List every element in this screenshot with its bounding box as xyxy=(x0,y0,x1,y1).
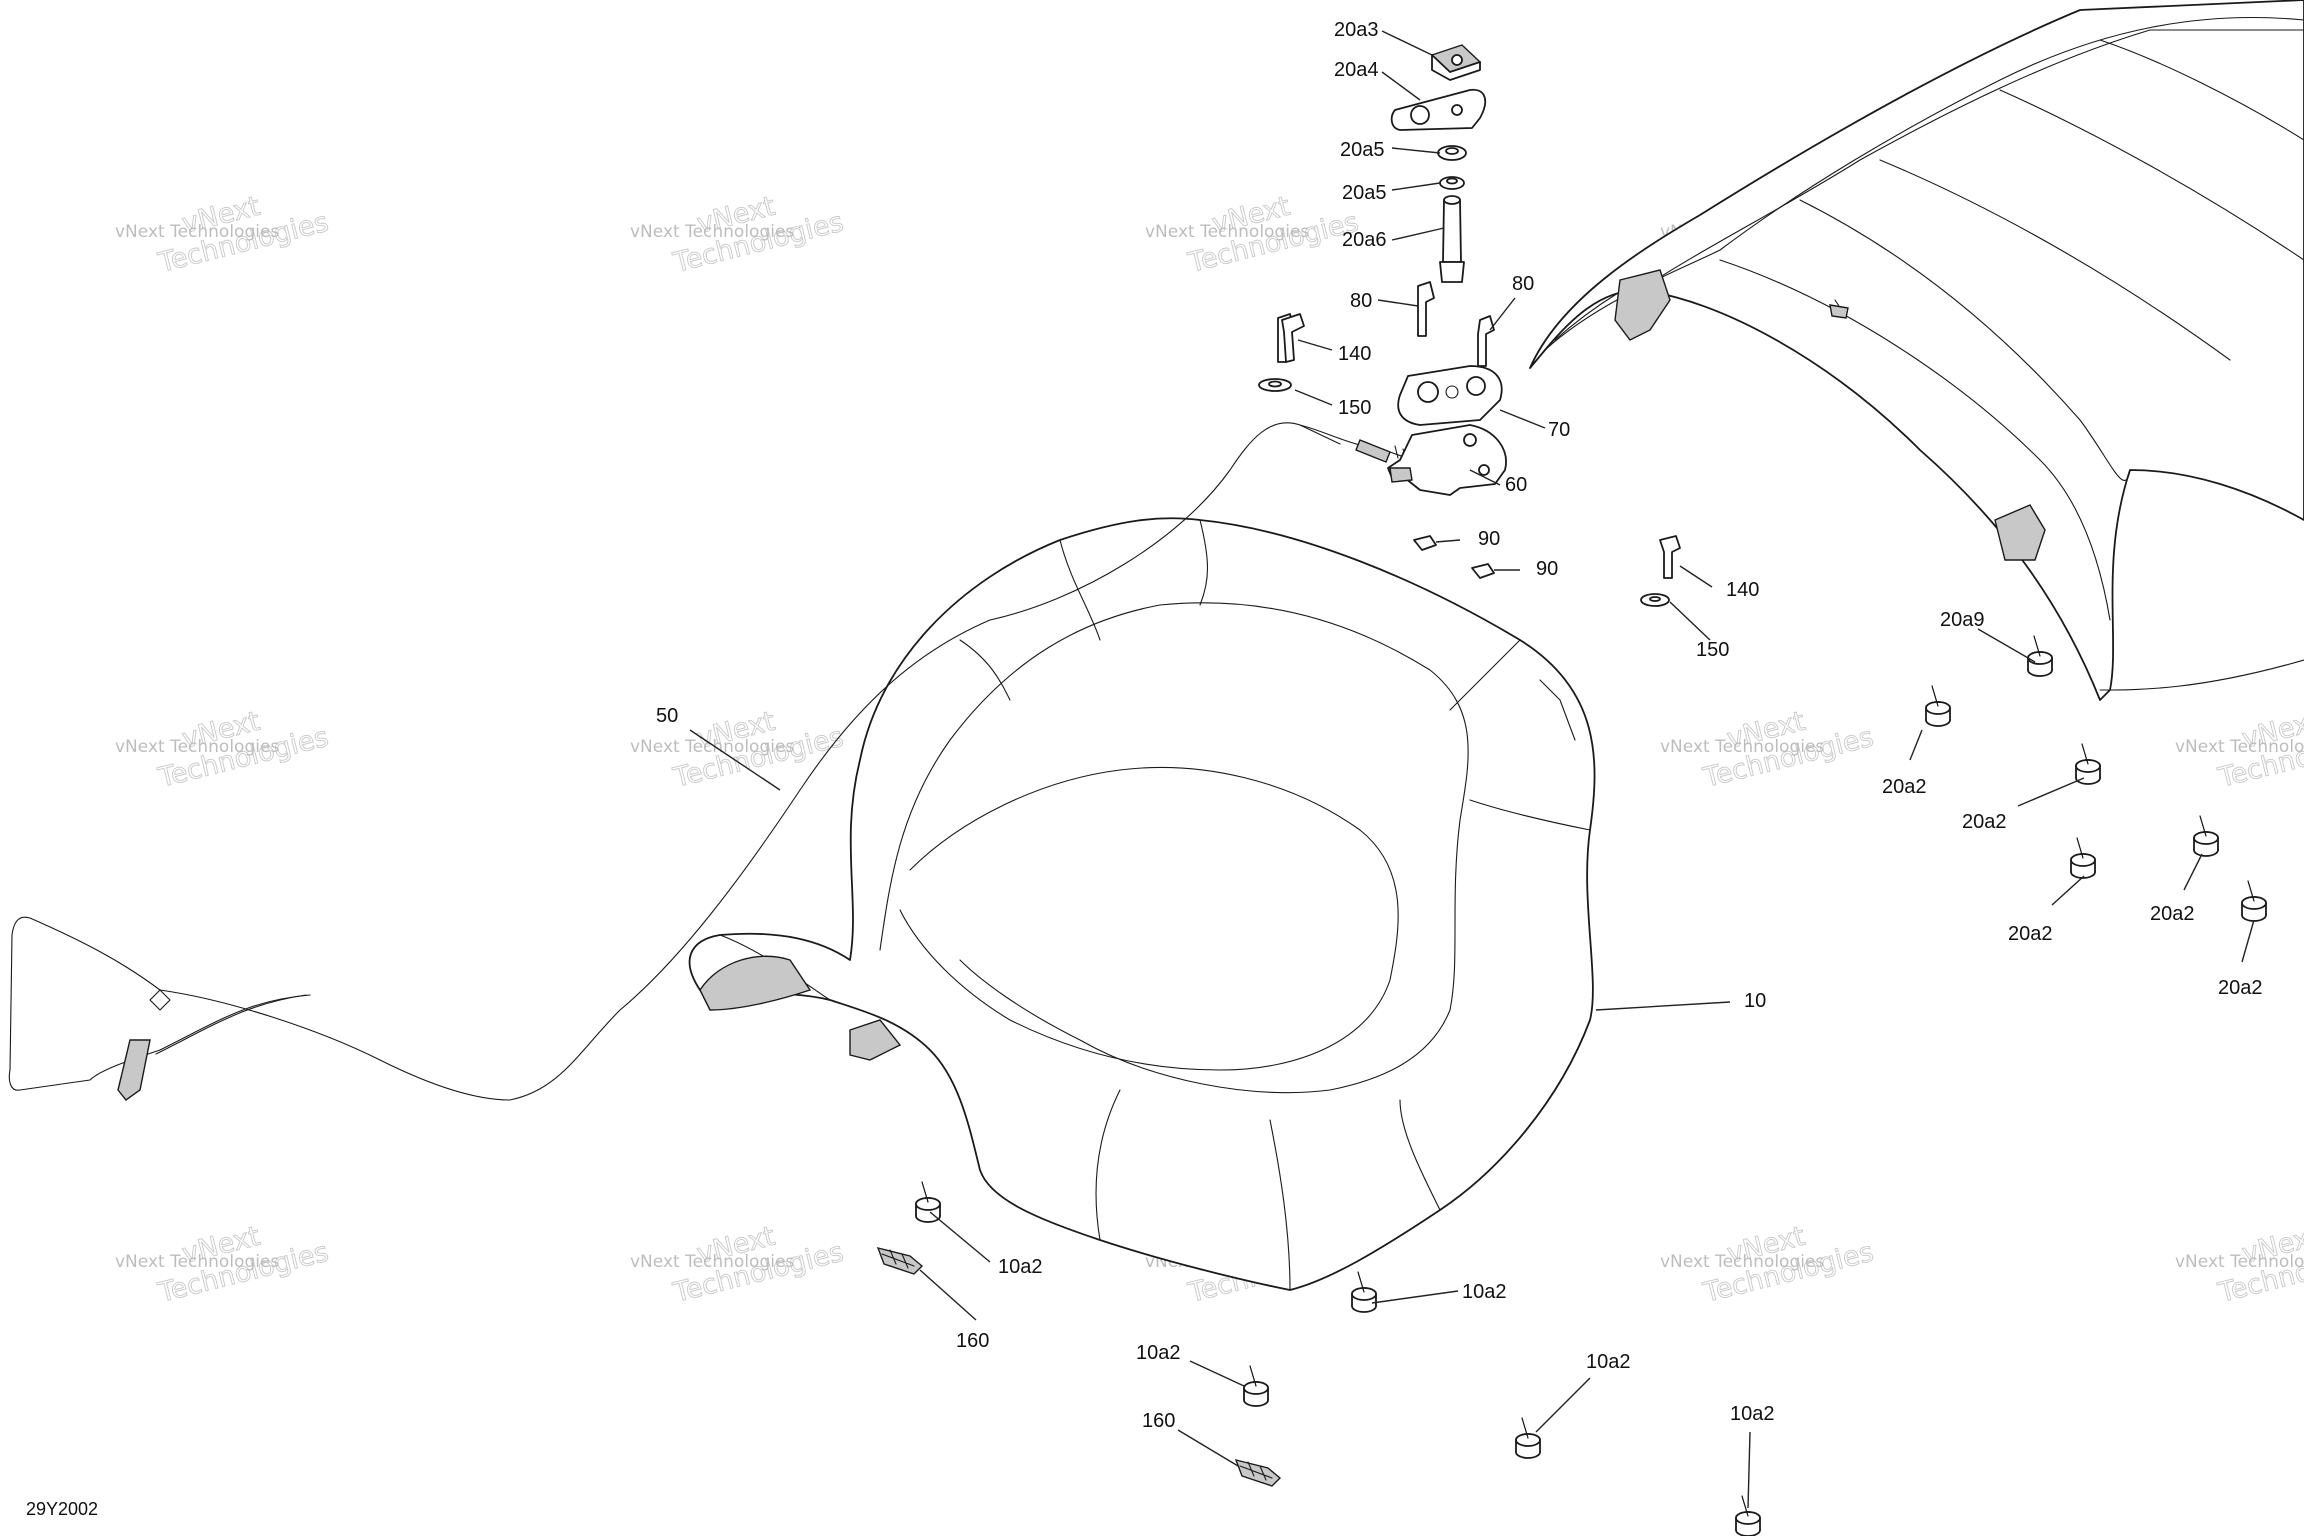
callout-20a2-2: 20a2 xyxy=(1962,811,2007,833)
bumper-10a2 xyxy=(1351,1271,1377,1313)
watermark-small: vNext Technologies xyxy=(630,222,794,242)
rear-seat xyxy=(1529,0,2304,701)
bumper-20a2 xyxy=(2070,837,2096,879)
callout-10: 10 xyxy=(1744,990,1766,1012)
callout-150-left: 150 xyxy=(1338,397,1371,419)
bumper-20a2 xyxy=(2075,743,2101,785)
callout-20a2-3: 20a2 xyxy=(2008,923,2053,945)
watermark-small: vNext Technologies xyxy=(1660,737,1824,757)
callout-80-right: 80 xyxy=(1512,273,1534,295)
pin-20a9 xyxy=(2027,635,2053,677)
callout-140-right: 140 xyxy=(1726,579,1759,601)
callout-10a2-1: 10a2 xyxy=(998,1256,1043,1278)
watermark-small: vNext Technologies xyxy=(1145,222,1309,242)
callout-20a5-upper: 20a5 xyxy=(1340,139,1385,161)
clip-160 xyxy=(876,1246,924,1275)
callout-20a3: 20a3 xyxy=(1334,19,1379,41)
callout-50: 50 xyxy=(656,705,678,727)
callout-60: 60 xyxy=(1505,474,1527,496)
callout-160-right: 160 xyxy=(1142,1410,1175,1432)
callout-10a2-4: 10a2 xyxy=(1586,1351,1631,1373)
callout-20a5-lower: 20a5 xyxy=(1342,182,1387,204)
callout-90-left: 90 xyxy=(1478,528,1500,550)
watermark-small: vNext Technologies xyxy=(1660,1252,1824,1272)
watermark-small: vNext Technologies xyxy=(115,737,279,757)
callout-10a2-5: 10a2 xyxy=(1730,1403,1775,1425)
fasteners xyxy=(876,635,2267,1536)
bumper-20a2 xyxy=(2241,880,2267,922)
bumper-10a2 xyxy=(1515,1417,1541,1459)
bumper-10a2 xyxy=(1735,1495,1761,1536)
drawing-id: 29Y2002 xyxy=(26,1499,98,1519)
latch-hardware xyxy=(1258,44,1507,579)
callout-20a2-4: 20a2 xyxy=(2150,903,2195,925)
bumper-10a2 xyxy=(1243,1365,1269,1407)
callout-140-left: 140 xyxy=(1338,343,1371,365)
bumper-20a2 xyxy=(1925,685,1951,727)
callout-80-left: 80 xyxy=(1350,290,1372,312)
watermark-small: vNext Technologies xyxy=(115,1252,279,1272)
callout-70: 70 xyxy=(1548,419,1570,441)
watermark-small: vNext Technologies xyxy=(115,222,279,242)
watermark-small: vNext Technologies xyxy=(630,737,794,757)
callout-20a2-1: 20a2 xyxy=(1882,776,1927,798)
callout-10a2-2: 10a2 xyxy=(1462,1281,1507,1303)
front-seat xyxy=(688,517,1596,1291)
callout-10a2-3: 10a2 xyxy=(1136,1342,1181,1364)
watermark-small: vNext Technologies xyxy=(630,1252,794,1272)
callout-150-right: 150 xyxy=(1696,639,1729,661)
bumper-10a2 xyxy=(915,1181,941,1223)
callout-20a4: 20a4 xyxy=(1334,59,1379,81)
watermark-small: vNext Technologies xyxy=(2175,737,2304,757)
callout-20a2-5: 20a2 xyxy=(2218,977,2263,999)
watermark-small: vNext Technologies xyxy=(2175,1252,2304,1272)
callout-20a6: 20a6 xyxy=(1342,229,1387,251)
callout-90-right: 90 xyxy=(1536,558,1558,580)
bumper-20a2 xyxy=(2193,815,2219,857)
callout-160-left: 160 xyxy=(956,1330,989,1352)
clip-160 xyxy=(1234,1458,1282,1487)
screws-and-washers xyxy=(1281,313,1681,607)
callout-20a9: 20a9 xyxy=(1940,609,1985,631)
leader-lines xyxy=(689,30,2255,1509)
callout-labels: 10 50 60 70 80 80 90 90 140 140 150 150 … xyxy=(656,19,2263,1432)
